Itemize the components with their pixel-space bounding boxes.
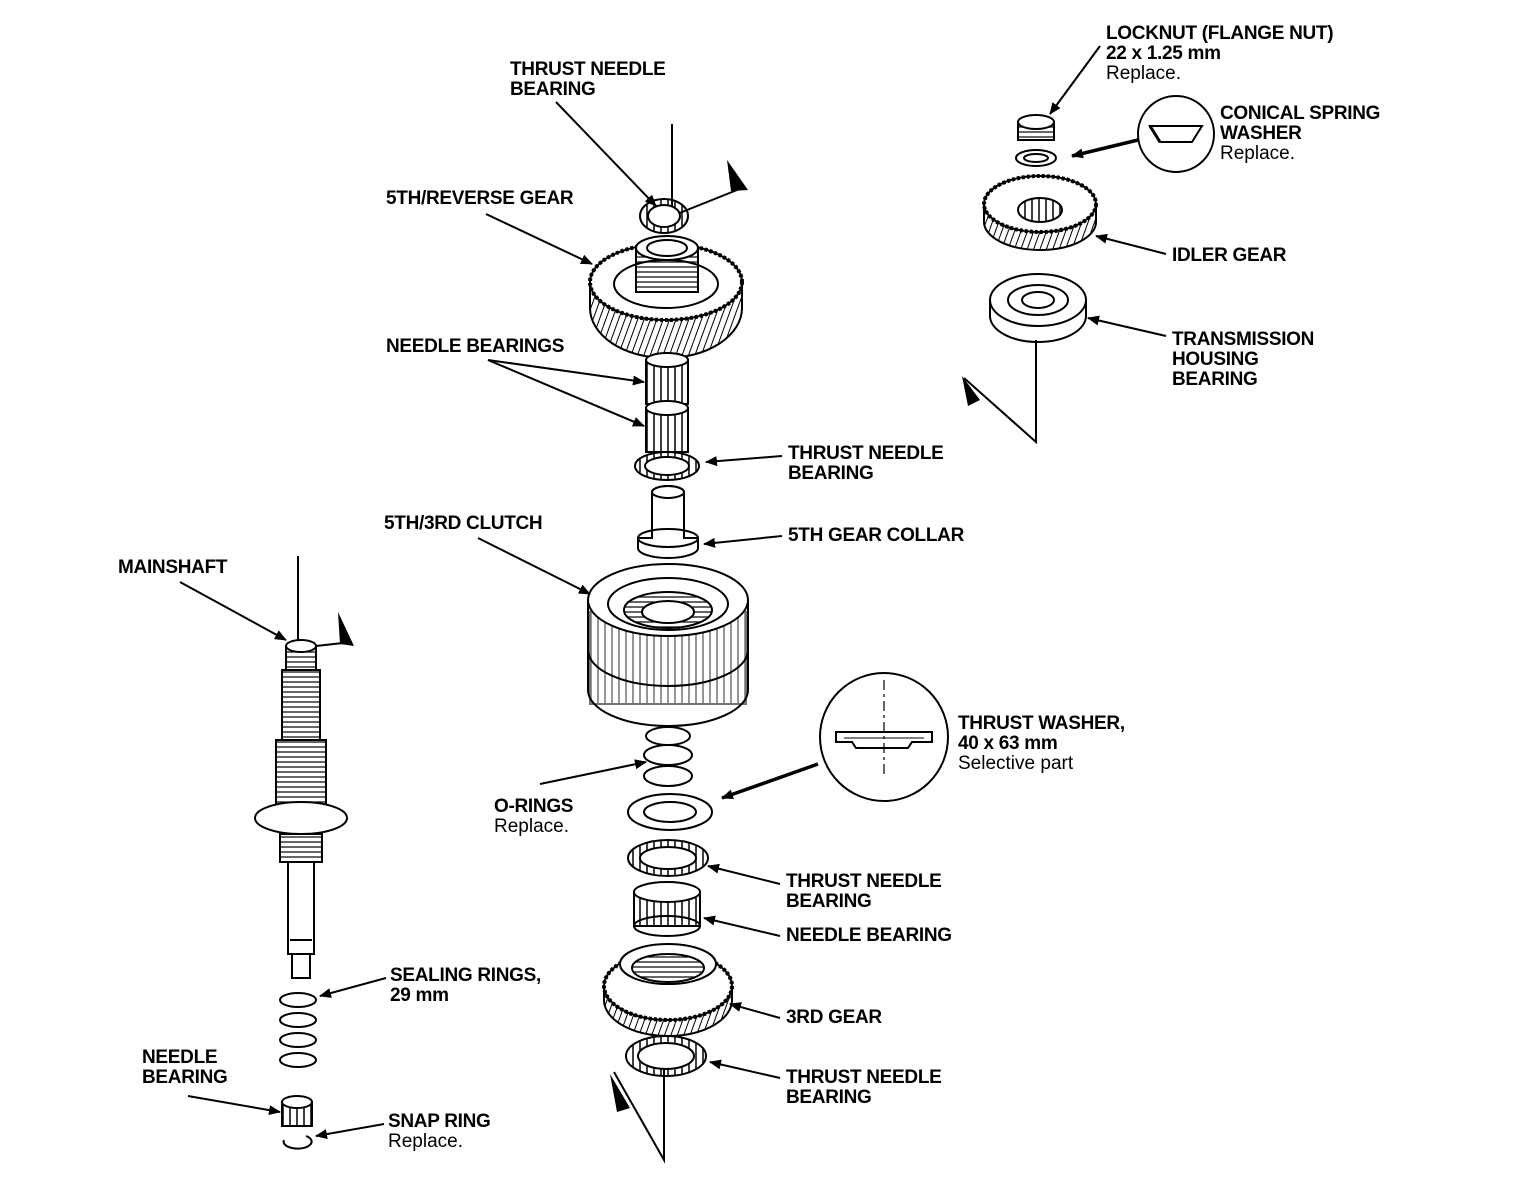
label-note: Replace. [1220,143,1295,164]
label-note: Replace. [494,816,569,837]
idler-gear-part [982,174,1098,251]
thrust-needle-bearing-part [627,839,709,877]
label-text: 5TH/REVERSE GEAR [386,188,574,209]
label-mainshaft: MAINSHAFT [118,558,227,578]
label-sealing-rings: SEALING RINGS, 29 mm [390,966,541,1006]
label-thrust-washer: THRUST WASHER, 40 x 63 mm Selective part [958,714,1125,774]
label-text: 5TH/3RD CLUTCH [384,513,543,534]
direction-arrow-icon [610,1068,665,1164]
label-idler-gear: IDLER GEAR [1172,246,1286,266]
label-text: THRUST WASHER, 40 x 63 mm [958,713,1125,754]
label-fifth-third-clutch: 5TH/3RD CLUTCH [384,513,543,534]
label-text: THRUST NEEDLE BEARING [786,871,942,912]
fifth-gear-collar-part [637,485,699,559]
label-needle-bearing-left: NEEDLE BEARING [142,1048,228,1088]
fifth-third-clutch-part [587,563,749,727]
label-third-gear: 3RD GEAR [786,1008,882,1028]
label-text: LOCKNUT (FLANGE NUT) 22 x 1.25 mm [1106,23,1334,64]
label-text: NEEDLE BEARINGS [386,336,565,357]
mainshaft-part [254,639,348,979]
o-rings-part [643,726,693,787]
label-text: SEALING RINGS, 29 mm [390,965,541,1006]
label-text: TRANSMISSION HOUSING BEARING [1172,329,1315,390]
label-text: MAINSHAFT [118,557,228,578]
label-text: NEEDLE BEARING [142,1047,228,1088]
label-text: THRUST NEEDLE BEARING [788,443,944,484]
thrust-washer-part [627,793,713,831]
label-thrust-needle-bearing-bottom: THRUST NEEDLE BEARING [786,1068,942,1108]
label-o-rings: O-RINGS Replace. [494,797,573,837]
detail-circle-thrust-washer [819,672,949,802]
conical-spring-washer-part [1015,149,1057,167]
thrust-needle-bearing-part [625,1035,707,1077]
label-fifth-reverse-gear: 5TH/REVERSE GEAR [386,188,574,209]
label-locknut: LOCKNUT (FLANGE NUT) 22 x 1.25 mm Replac… [1106,23,1334,84]
thrust-needle-bearing-part [639,198,689,234]
label-thrust-needle-bearing-2: THRUST NEEDLE BEARING [788,444,944,484]
label-fifth-gear-collar: 5TH GEAR COLLAR [788,526,964,546]
fifth-reverse-gear-part [588,235,744,359]
label-text: THRUST NEEDLE BEARING [510,59,666,100]
label-text: IDLER GEAR [1172,245,1287,266]
thrust-needle-bearing-part [634,451,700,481]
sealing-rings-part [279,992,317,1068]
label-note: Replace. [388,1131,463,1152]
arrow-icon [179,45,1167,1140]
label-text: 5TH GEAR COLLAR [788,525,965,546]
needle-bearing-part [633,881,701,937]
label-needle-bearings: NEEDLE BEARINGS [386,337,564,357]
label-text: NEEDLE BEARING [786,925,952,946]
direction-arrow-icon [297,556,354,650]
label-text: 3RD GEAR [786,1007,882,1028]
label-thrust-needle-bearing-top: THRUST NEEDLE BEARING [510,60,666,100]
snap-ring-part [282,1135,313,1150]
detail-circle-conical-washer [1137,95,1215,173]
direction-arrow-icon [962,350,1037,445]
label-text: SNAP RING [388,1111,491,1132]
label-snap-ring: SNAP RING Replace. [388,1112,491,1152]
direction-arrow-icon [671,124,748,218]
label-text: THRUST NEEDLE BEARING [786,1067,942,1108]
third-gear-part [602,943,734,1037]
locknut-part [1017,114,1055,141]
transmission-housing-bearing-part [989,273,1087,343]
needle-bearing-part [281,1095,313,1127]
label-conical-spring-washer: CONICAL SPRING WASHER Replace. [1220,104,1380,164]
needle-bearings-part [645,352,689,453]
label-text: CONICAL SPRING WASHER [1220,103,1381,144]
label-note: Selective part [958,753,1074,774]
label-needle-bearing-right: NEEDLE BEARING [786,926,952,946]
label-text: O-RINGS [494,796,574,817]
label-thrust-needle-bearing-3: THRUST NEEDLE BEARING [786,872,942,912]
label-transmission-housing-bearing: TRANSMISSION HOUSING BEARING [1172,330,1314,390]
label-note: Replace. [1106,63,1181,84]
